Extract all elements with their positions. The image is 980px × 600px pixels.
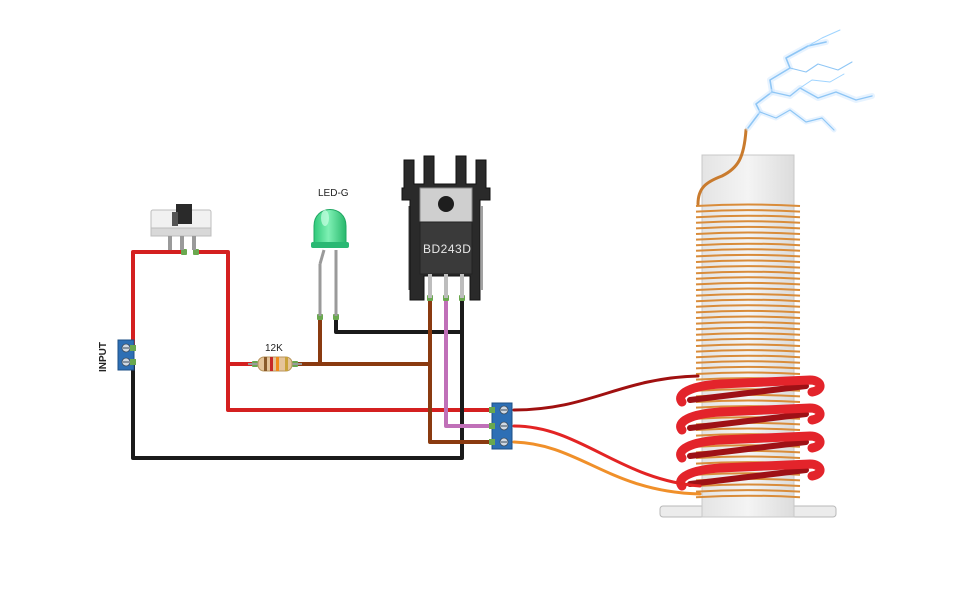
wire-red-primary-end [512, 424, 702, 488]
secondary-turn [695, 265, 801, 269]
wire-orange-primary-start [512, 440, 702, 496]
secondary-turn [695, 293, 801, 297]
secondary-turn [695, 455, 801, 459]
secondary-turn [695, 287, 801, 291]
secondary-turn [695, 315, 801, 319]
input-terminal-block [117, 339, 136, 371]
secondary-turn [695, 220, 801, 224]
transistor-heatsink [401, 155, 491, 301]
primary-turn-back [687, 467, 809, 487]
secondary-turn [695, 242, 801, 247]
tesla-coil [659, 128, 837, 518]
secondary-turn [695, 248, 801, 252]
secondary-turn [695, 337, 801, 342]
input-label: INPUT [98, 342, 109, 372]
wire-brown-base-terminal [428, 296, 498, 444]
secondary-turn [695, 494, 801, 499]
secondary-turn [695, 237, 801, 241]
secondary-turn [695, 427, 801, 431]
coil-top-lead [696, 128, 748, 206]
secondary-turn [695, 343, 801, 347]
wire-purple-collector [444, 296, 498, 428]
wire-red-switch-terminal [195, 250, 498, 412]
secondary-turn [695, 259, 801, 263]
lightning-spark-icon [745, 29, 875, 133]
secondary-turn [695, 371, 801, 375]
primary-turn-back [687, 439, 809, 459]
secondary-turn [695, 270, 801, 275]
secondary-turn [695, 326, 801, 331]
primary-turn [676, 459, 825, 491]
led-green [311, 209, 349, 316]
secondary-turn [695, 304, 801, 308]
secondary-turn [695, 349, 801, 353]
primary-turn [676, 375, 825, 407]
secondary-turn [695, 253, 801, 258]
wire-black-ground [131, 296, 464, 460]
secondary-turn [695, 209, 801, 213]
primary-turn-back [687, 411, 809, 431]
secondary-turn [695, 281, 801, 286]
output-terminal-block [489, 402, 513, 450]
secondary-turn [695, 214, 801, 219]
secondary-turn [695, 483, 801, 487]
primary-turn-back [687, 383, 809, 403]
wire-black-led-cathode [334, 316, 464, 334]
secondary-turn [695, 276, 801, 280]
primary-winding [676, 375, 825, 491]
resistor-12k [248, 356, 302, 372]
primary-turn [676, 403, 825, 435]
secondary-turn [695, 298, 801, 303]
secondary-turn [695, 231, 801, 235]
secondary-turn [695, 321, 801, 325]
led-label: LED-G [318, 188, 349, 199]
transistor-label: BD243D [423, 242, 471, 256]
secondary-turn [695, 360, 801, 364]
secondary-turn [695, 225, 801, 230]
wire-darkred-secondary-bottom [512, 374, 700, 412]
wire-red-input-switch [131, 250, 185, 350]
secondary-turn [695, 309, 801, 314]
secondary-turn [695, 365, 801, 370]
resistor-label: 12K [265, 343, 283, 354]
primary-turn [676, 431, 825, 463]
wires [131, 250, 702, 496]
secondary-turn [695, 489, 801, 493]
slide-switch-icon [150, 204, 212, 250]
secondary-turn [695, 332, 801, 336]
secondary-turn [695, 203, 801, 207]
secondary-turn [695, 354, 801, 359]
secondary-turn [695, 399, 801, 403]
